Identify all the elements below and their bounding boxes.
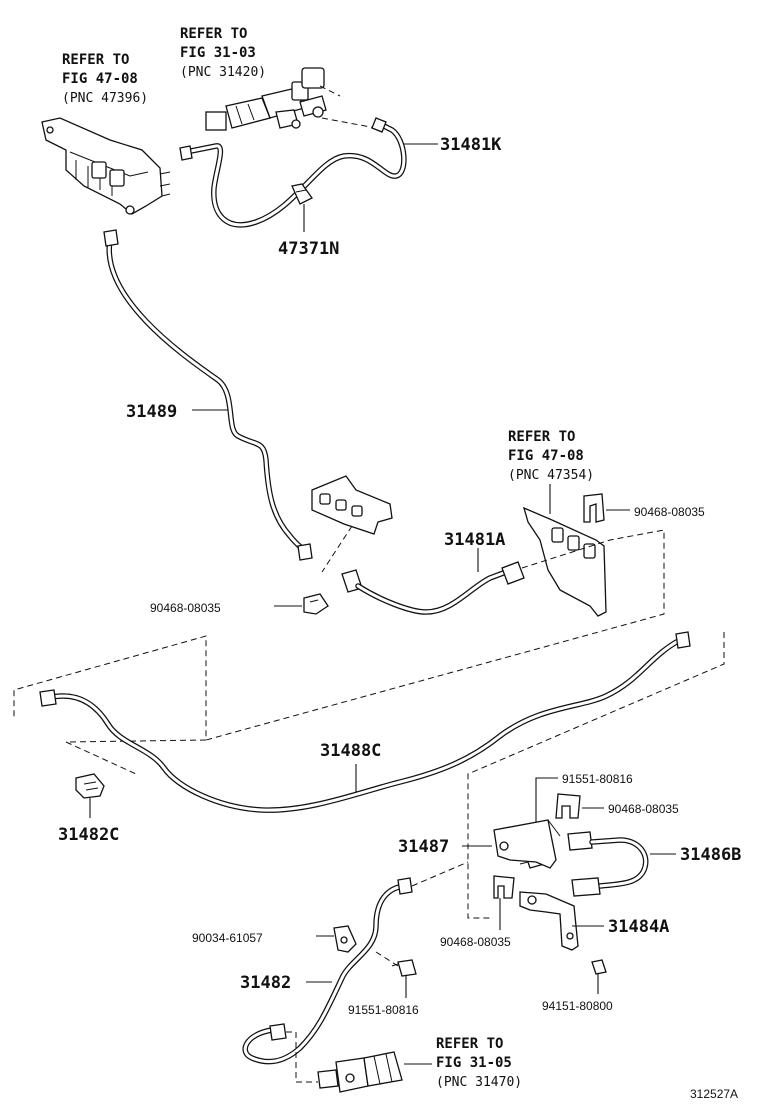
hose-31486B <box>567 831 649 897</box>
clip-90468-c <box>555 793 581 819</box>
ref-fig-31-03: REFER TO FIG 31-03 (PNC 31420) <box>180 26 266 80</box>
label-90468-b: 90468-08035 <box>634 505 705 519</box>
label-90034: 90034-61057 <box>192 931 263 945</box>
label-31486B: 31486B <box>680 845 741 865</box>
ref-line1: REFER TO <box>508 429 575 445</box>
dash-lower-connectors <box>286 861 469 1083</box>
clip-90468-b <box>583 493 605 523</box>
dash-clip-connector <box>65 741 137 775</box>
pipe-31489 <box>103 229 313 561</box>
pipe-31488C <box>39 631 691 813</box>
pipe-31481K <box>179 117 407 228</box>
dash-frame-upper <box>13 529 665 743</box>
ref-line2: FIG 31-05 <box>436 1055 512 1071</box>
label-90468-c: 90468-08035 <box>608 802 679 816</box>
ref-line3: (PNC 31420) <box>180 65 266 80</box>
ref-fig-31-05: REFER TO FIG 31-05 (PNC 31470) <box>436 1036 522 1090</box>
label-31482C: 31482C <box>58 825 119 845</box>
clip-31482C <box>75 773 105 799</box>
release-cylinder <box>317 1051 403 1093</box>
label-31488C: 31488C <box>320 741 381 761</box>
ref-line1: REFER TO <box>62 52 129 68</box>
clip-47371N <box>291 183 313 205</box>
clip-90468-d <box>493 875 515 899</box>
ref-line2: FIG 47-08 <box>62 71 138 87</box>
bolt-91551-b <box>391 959 417 977</box>
label-91551-b: 91551-80816 <box>348 1003 419 1017</box>
bracket-mid-right <box>522 506 607 617</box>
ref-line3: (PNC 47396) <box>62 91 148 106</box>
label-94151: 94151-80800 <box>542 999 613 1013</box>
ref-line1: REFER TO <box>180 26 247 42</box>
hose-31481A <box>341 561 525 615</box>
label-31481K: 31481K <box>440 135 502 155</box>
label-31484A: 31484A <box>608 917 669 937</box>
label-91551-a: 91551-80816 <box>562 772 633 786</box>
clip-90468-a <box>303 593 329 615</box>
ref-line2: FIG 47-08 <box>508 448 584 464</box>
ref-line1: REFER TO <box>436 1036 503 1052</box>
dash-bracket-to-joint <box>321 525 353 573</box>
label-31481A: 31481A <box>444 530 505 550</box>
dash-master-to-pipe <box>319 85 377 129</box>
label-31487: 31487 <box>398 837 449 857</box>
ref-line2: FIG 31-03 <box>180 45 256 61</box>
nut-94151 <box>591 959 607 975</box>
dash-bolt-lower <box>375 951 399 967</box>
label-47371N: 47371N <box>278 239 339 259</box>
bracket-31487 <box>493 819 561 869</box>
label-90468-a: 90468-08035 <box>150 601 221 615</box>
ref-line3: (PNC 31470) <box>436 1075 522 1090</box>
pipe-31482 <box>242 877 413 1065</box>
dash-frame-right <box>467 632 725 919</box>
ref-line3: (PNC 47354) <box>508 468 594 483</box>
master-cylinder <box>205 67 327 131</box>
ref-fig-47-08-mid: REFER TO FIG 47-08 (PNC 47354) <box>508 429 594 483</box>
ref-fig-47-08-top: REFER TO FIG 47-08 (PNC 47396) <box>62 52 148 106</box>
bracket-mid-left <box>311 475 393 535</box>
label-90468-d: 90468-08035 <box>440 935 511 949</box>
bracket-31484A <box>519 891 579 951</box>
clamp-90034 <box>333 925 357 953</box>
label-31489: 31489 <box>126 402 177 422</box>
junction-bracket-top <box>41 117 171 215</box>
label-31482: 31482 <box>240 973 291 993</box>
diagram-code: 312527A <box>690 1087 738 1101</box>
